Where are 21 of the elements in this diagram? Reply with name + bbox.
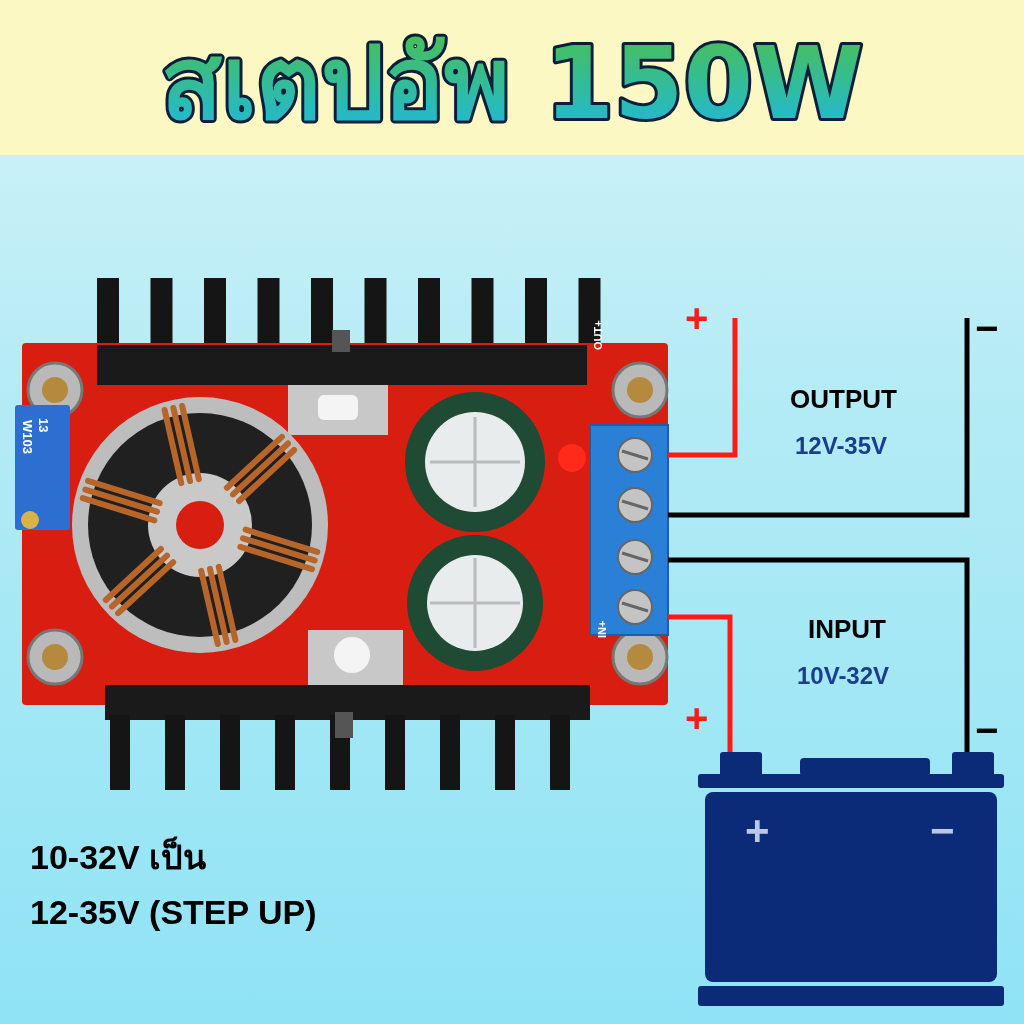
component-marking: W103 bbox=[19, 420, 34, 454]
wire bbox=[668, 318, 738, 458]
wire bbox=[668, 614, 733, 752]
terminal-marking: OUT+ bbox=[592, 320, 605, 350]
voltage-range: 12V-35V bbox=[795, 432, 888, 460]
polarity-sign: + bbox=[685, 295, 709, 341]
voltage-range: 10V-32V bbox=[797, 662, 890, 690]
title: สเตปอัพ 150W bbox=[160, 25, 864, 142]
spec-text: 10-32V เป็น bbox=[30, 838, 207, 878]
wire bbox=[668, 557, 970, 752]
output-label: OUTPUT bbox=[790, 385, 897, 415]
input-label: INPUT bbox=[808, 615, 886, 645]
polarity-sign: + bbox=[685, 695, 709, 741]
spec-text: 12-35V (STEP UP) bbox=[30, 893, 317, 933]
terminal-marking: IN+ bbox=[596, 620, 609, 638]
wire bbox=[668, 318, 970, 518]
component-marking: 13 bbox=[35, 418, 50, 433]
polarity-sign: + bbox=[745, 810, 770, 852]
polarity-sign: − bbox=[975, 305, 999, 351]
polarity-sign: − bbox=[930, 810, 955, 852]
polarity-sign: − bbox=[975, 707, 999, 753]
